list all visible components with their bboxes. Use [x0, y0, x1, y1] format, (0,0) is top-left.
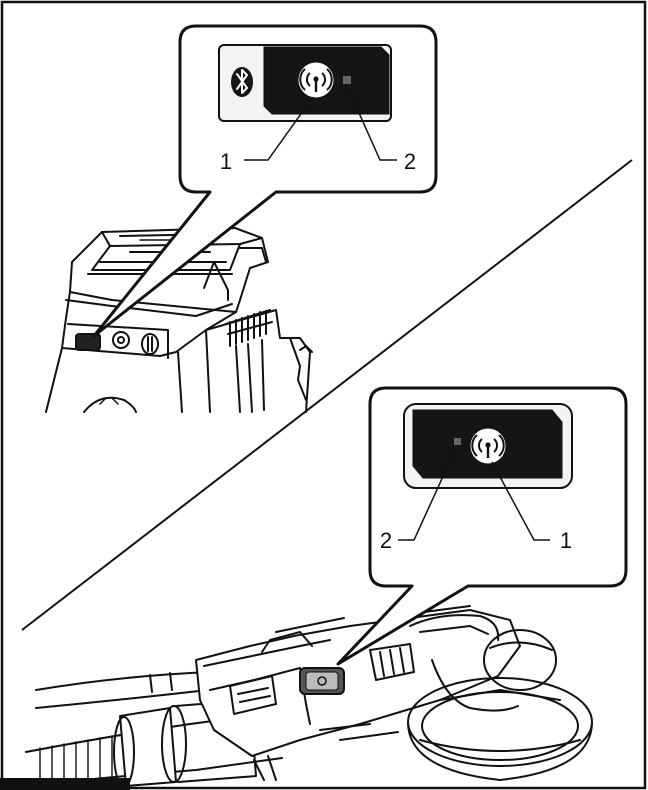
orbital-sander-illustration — [23, 605, 593, 788]
top-callout-label-2: 2 — [404, 149, 416, 174]
figure-tag-bar — [0, 778, 130, 790]
bottom-callout: 2 1 — [336, 386, 628, 666]
extractor-wireless-unit — [75, 333, 101, 351]
bottom-callout-label-1: 1 — [560, 528, 572, 553]
bottom-callout-label-2: 2 — [380, 528, 392, 553]
top-leader-1 — [244, 96, 314, 161]
top-callout: 1 2 — [92, 24, 438, 338]
extractor-switch — [141, 333, 159, 355]
top-indicator-lamp-icon — [343, 76, 351, 84]
bottom-leader-1 — [491, 461, 550, 541]
bottom-indicator-lamp-icon — [454, 438, 461, 445]
top-leader-2 — [346, 85, 397, 161]
section-divider — [21, 159, 633, 631]
top-callout-label-1: 1 — [220, 149, 232, 174]
bottom-leader-2 — [398, 447, 457, 541]
extractor-dial — [112, 331, 130, 349]
